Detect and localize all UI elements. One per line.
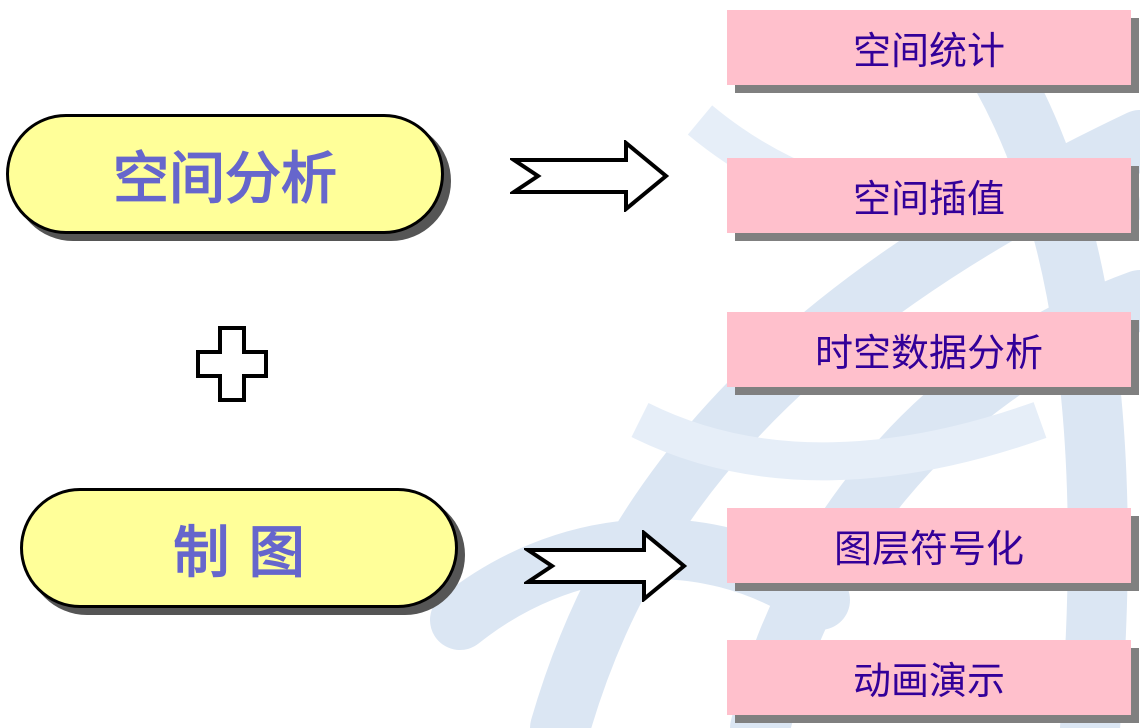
- animation-demo-box: 动画演示: [727, 640, 1131, 715]
- spatial-statistics-label: 空间统计: [852, 29, 1005, 73]
- spatial-interpolation-box: 空间插值: [727, 158, 1131, 233]
- spatial-analysis-label: 空间分析: [113, 146, 337, 212]
- cartography-pill: 制 图: [20, 488, 458, 608]
- spatiotemporal-analysis-label: 时空数据分析: [814, 331, 1043, 375]
- layer-symbolization-label: 图层符号化: [833, 527, 1024, 571]
- plus-icon: [196, 326, 268, 402]
- spatial-statistics-box: 空间统计: [727, 10, 1131, 85]
- right-arrow-icon: [510, 140, 670, 212]
- layer-symbolization-box: 图层符号化: [727, 508, 1131, 583]
- right-arrow-icon: [524, 530, 688, 602]
- spatial-interpolation-label: 空间插值: [852, 177, 1005, 221]
- spatial-analysis-pill: 空间分析: [6, 114, 444, 234]
- spatiotemporal-analysis-box: 时空数据分析: [727, 312, 1131, 387]
- cartography-label: 制 图: [173, 520, 305, 586]
- animation-demo-label: 动画演示: [852, 659, 1005, 703]
